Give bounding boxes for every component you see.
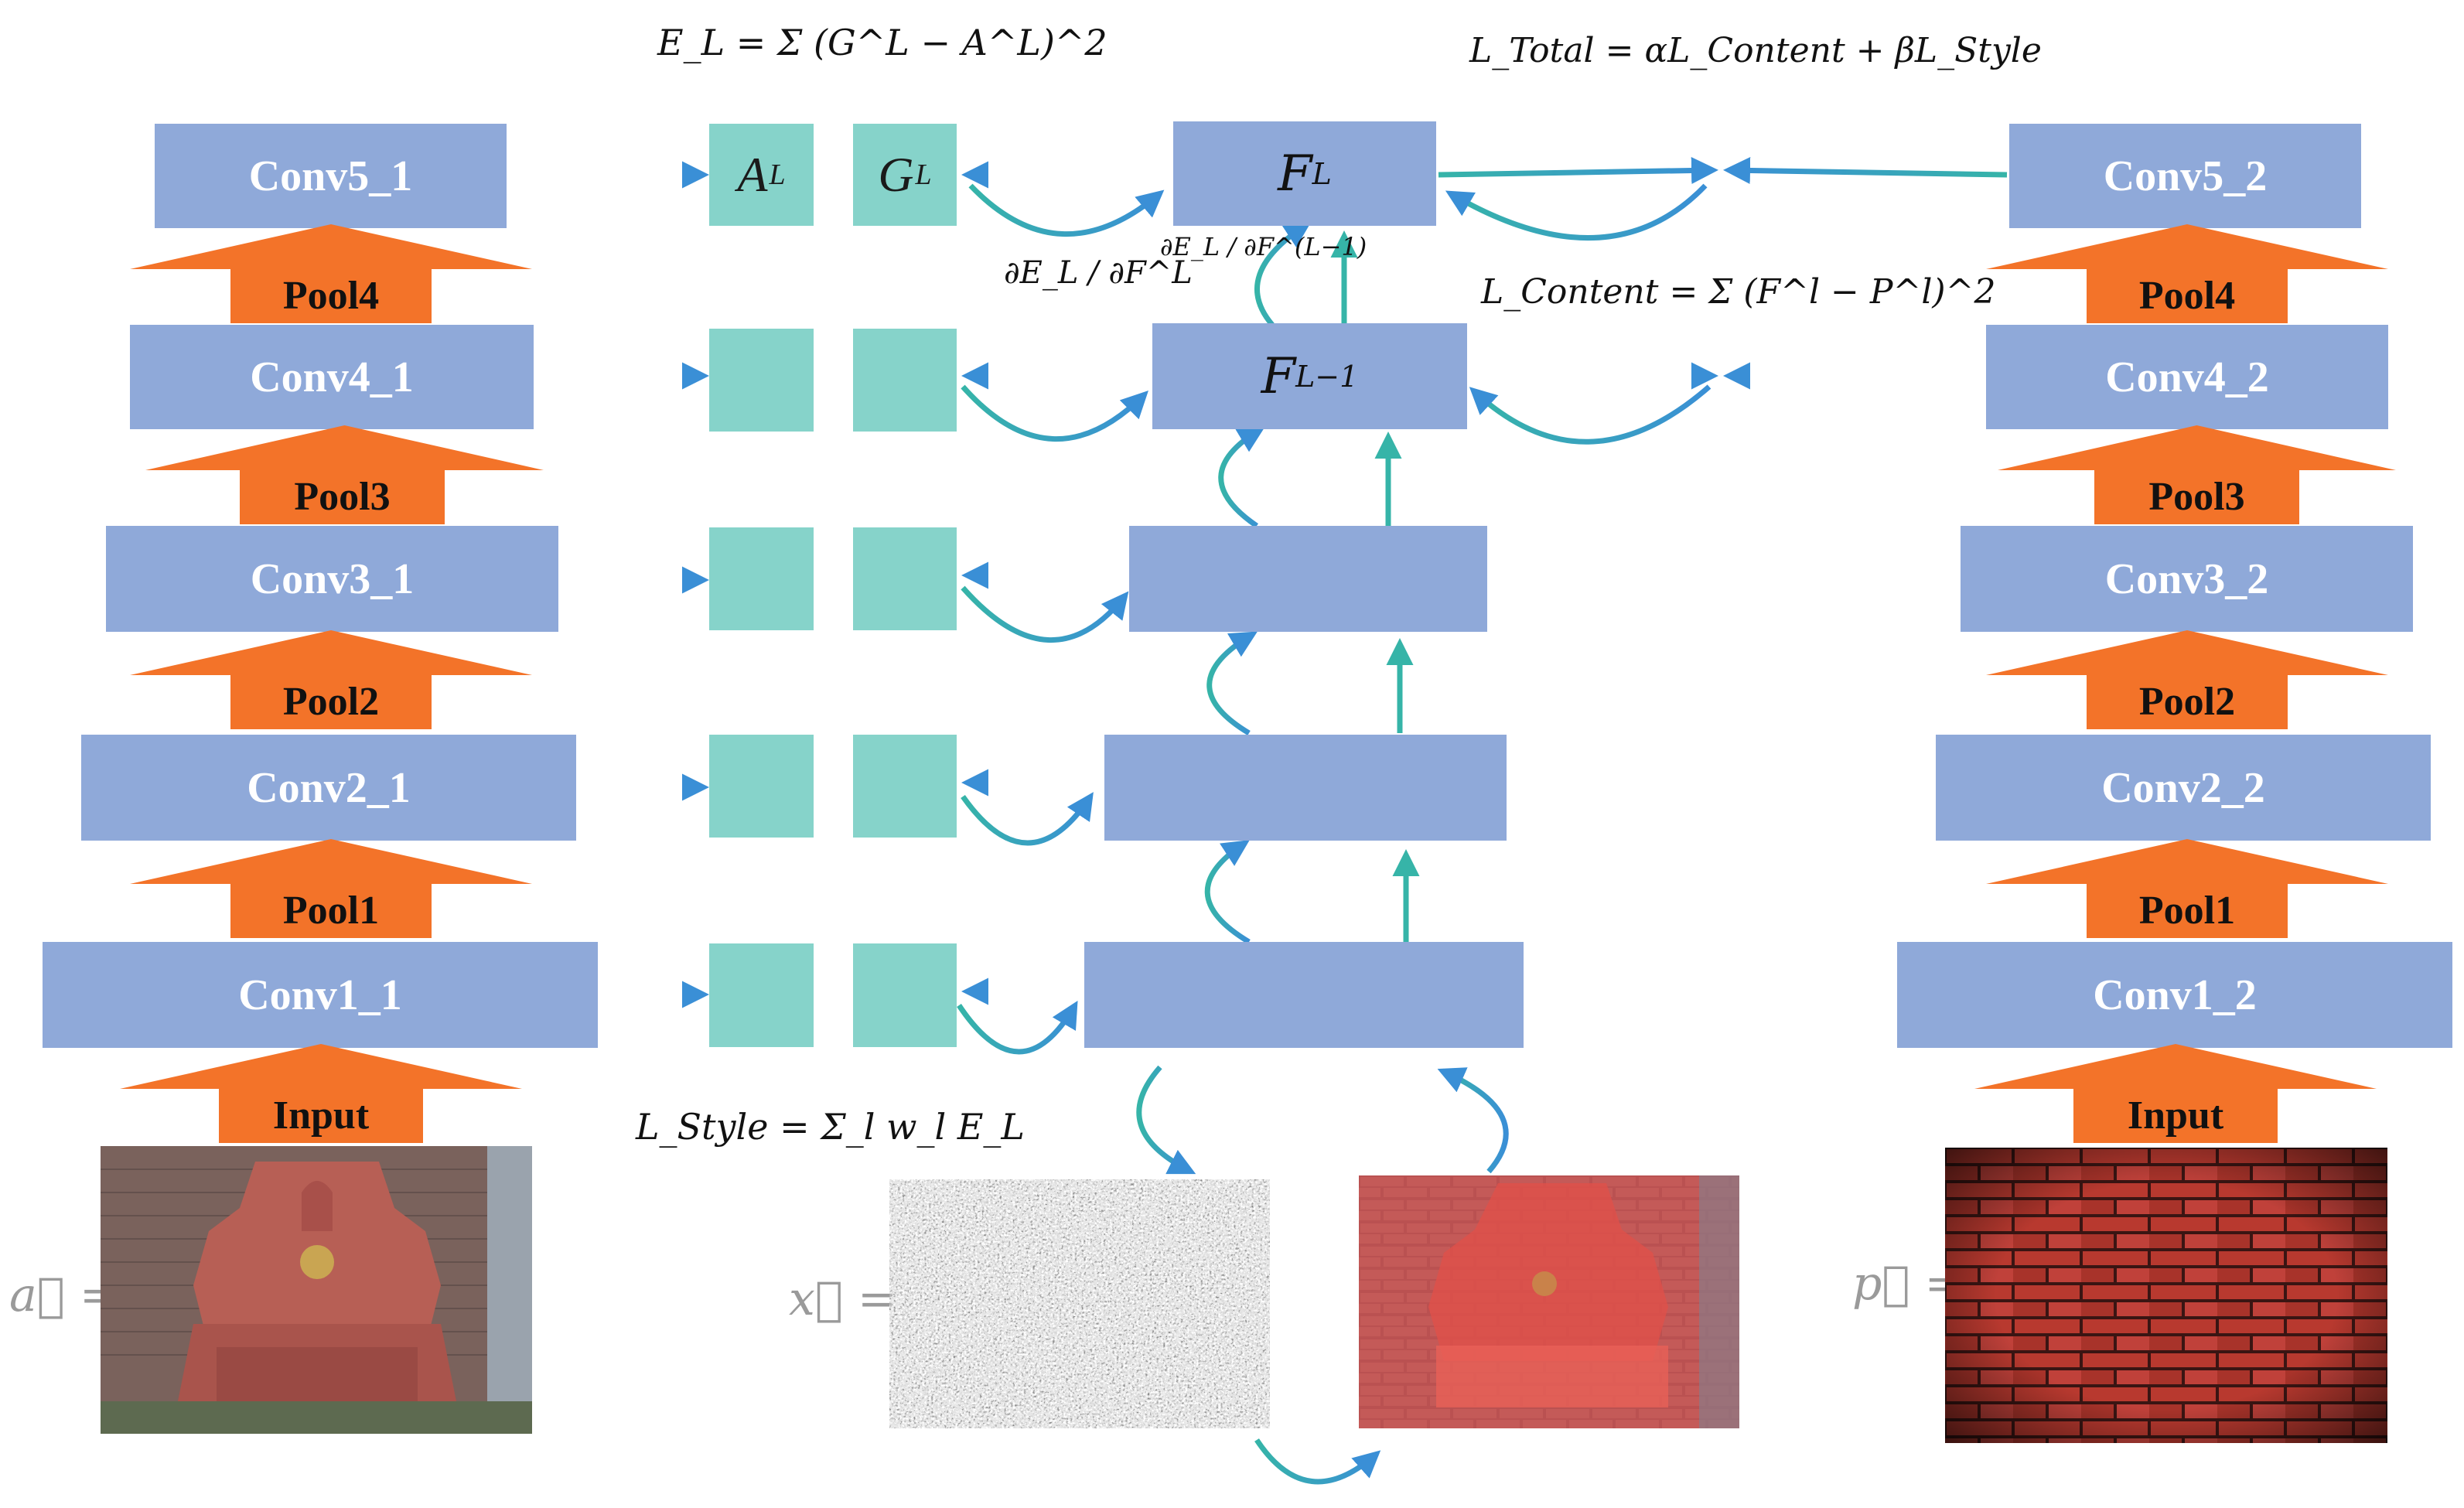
P5-arrow xyxy=(1723,156,2008,184)
pool3-arrow: Pool3 xyxy=(145,425,544,524)
conv4-1-box: Conv4_1 xyxy=(130,325,534,429)
conv1-1-box: Conv1_1 xyxy=(43,942,598,1048)
bottom-curve xyxy=(1254,1438,1381,1485)
input-arrow-left: Input xyxy=(120,1044,522,1143)
center-box-3 xyxy=(1129,526,1487,632)
conv2-2-box: Conv2_2 xyxy=(1936,735,2431,841)
content-curve-4 xyxy=(1469,384,1711,445)
grad-curve-4 xyxy=(961,384,1148,442)
A-tile-3 xyxy=(709,527,814,630)
grad-curve-2 xyxy=(961,792,1094,846)
conv5-2-box: Conv5_2 xyxy=(2009,124,2361,228)
vector-x-label: x⃗ = xyxy=(789,1272,897,1326)
pool4-arrow-right: Pool4 xyxy=(1986,224,2388,323)
conv3-2-box: Conv3_2 xyxy=(1961,526,2413,632)
grad-G-label: ∂E_L / ∂F^L xyxy=(1004,255,1193,291)
pool4-arrow: Pool4 xyxy=(130,224,532,323)
conv4-2-box: Conv4_2 xyxy=(1986,325,2388,429)
grad-curve-1 xyxy=(957,1000,1078,1055)
content-curve-5 xyxy=(1445,183,1708,241)
content-loss-equation: L_Content = Σ (F^l − P^l)^2 xyxy=(1481,272,1996,312)
noise-curve xyxy=(1136,1065,1196,1175)
content-image-fountain xyxy=(101,1146,532,1434)
G-tile-3 xyxy=(853,527,957,630)
conv1-2-box: Conv1_2 xyxy=(1897,942,2452,1048)
pool1-arrow-right: Pool1 xyxy=(1986,839,2388,938)
total-loss-equation: L_Total = αL_Content + βL_Style xyxy=(1469,31,2042,70)
A-tile-4 xyxy=(709,329,814,432)
output-curve xyxy=(1437,1067,1509,1174)
style-image-bricks xyxy=(1945,1148,2387,1443)
A-tile-2 xyxy=(709,735,814,838)
G-tile-1 xyxy=(853,943,957,1047)
conv5-1-box: Conv5_1 xyxy=(155,124,507,228)
grad-curve-5 xyxy=(968,183,1165,237)
side-curve-2 xyxy=(1206,631,1258,736)
vector-p-label: p⃗ = xyxy=(1852,1257,1964,1311)
side-curve-1 xyxy=(1204,840,1251,945)
conv2-1-box: Conv2_1 xyxy=(81,735,576,841)
style-error-equation: E_L = Σ (G^L − A^L)^2 xyxy=(657,22,1107,63)
vector-a-label: a⃗ = xyxy=(9,1268,119,1322)
G-tile-4 xyxy=(853,329,957,432)
output-image xyxy=(1359,1175,1739,1428)
noise-image xyxy=(889,1179,1270,1428)
center-box-2 xyxy=(1104,735,1507,841)
grad-curve-3 xyxy=(961,585,1129,643)
pool3-arrow-right: Pool3 xyxy=(1998,425,2396,524)
pool2-arrow: Pool2 xyxy=(130,630,532,729)
style-loss-equation: L_Style = Σ_l w_l E_L xyxy=(636,1106,1025,1148)
side-curve-3 xyxy=(1218,426,1266,528)
center-box-1 xyxy=(1084,942,1524,1048)
pool2-arrow-right: Pool2 xyxy=(1986,630,2388,729)
G-tile-2 xyxy=(853,735,957,838)
input-arrow-right: Input xyxy=(1974,1044,2377,1143)
conv3-1-box: Conv3_1 xyxy=(106,526,558,632)
pool1-arrow: Pool1 xyxy=(130,839,532,938)
grad-F-label: ∂E_L / ∂F^(L−1) xyxy=(1160,232,1367,261)
side-curve-4 xyxy=(1254,221,1312,327)
A-tile-1 xyxy=(709,943,814,1047)
F-to-content-arrow-5 xyxy=(1438,156,1718,184)
